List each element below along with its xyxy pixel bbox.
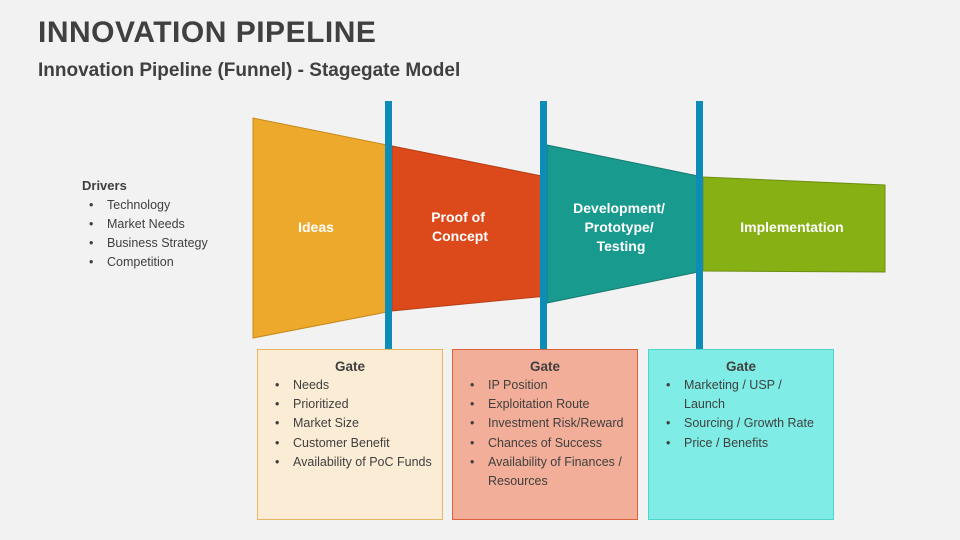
- page-subtitle: Innovation Pipeline (Funnel) - Stagegate…: [38, 60, 461, 81]
- list-item: • Needs: [266, 376, 434, 395]
- list-item-label: Market Needs: [107, 217, 185, 231]
- list-item-label: Investment Risk/Reward: [488, 416, 624, 431]
- bullet-icon: •: [275, 435, 280, 450]
- funnel-segment-ideas: [252, 117, 393, 339]
- bullet-icon: •: [89, 198, 94, 212]
- list-item: • Customer Benefit: [266, 434, 434, 453]
- list-item: • Investment Risk/Reward: [461, 414, 629, 433]
- funnel-segment-label: Proof of Concept: [431, 209, 489, 244]
- gate-box-1: Gate • Needs • Prioritized • Market Size…: [257, 349, 443, 520]
- bullet-icon: •: [470, 454, 475, 469]
- bullet-icon: •: [89, 217, 94, 231]
- drivers-list: • Technology • Market Needs • Business S…: [82, 196, 257, 272]
- bullet-icon: •: [275, 454, 280, 469]
- bullet-icon: •: [275, 397, 280, 412]
- list-item: • Competition: [82, 253, 257, 272]
- list-item: • Availability of PoC Funds: [266, 453, 434, 472]
- list-item: • Business Strategy: [82, 234, 257, 253]
- bullet-icon: •: [470, 397, 475, 412]
- funnel-segment-proof-of-concept: [391, 145, 548, 312]
- gate-title: Gate: [334, 359, 365, 374]
- gate-divider-bar: [385, 101, 392, 349]
- list-item: • Availability of Finances / Resources: [461, 453, 629, 491]
- list-item: • Market Needs: [82, 215, 257, 234]
- list-item: • Price / Benefits: [657, 434, 825, 453]
- list-item: • Market Size: [266, 414, 434, 433]
- funnel-segment-implementation: [702, 176, 886, 273]
- list-item-label: Availability of Finances / Resources: [488, 454, 622, 489]
- list-item-label: Marketing / USP / Launch: [684, 378, 782, 412]
- list-item: • Exploitation Route: [461, 395, 629, 414]
- gate-criteria-list: • Marketing / USP / Launch • Sourcing / …: [657, 376, 825, 453]
- list-item: • IP Position: [461, 376, 629, 395]
- gate-criteria-list: • IP Position • Exploitation Route • Inv…: [461, 376, 629, 491]
- list-item: • Chances of Success: [461, 434, 629, 453]
- gate-box-3: Gate • Marketing / USP / Launch • Sourci…: [648, 349, 834, 520]
- list-item-label: Price / Benefits: [684, 435, 769, 450]
- list-item-label: Customer Benefit: [293, 435, 390, 450]
- bullet-icon: •: [275, 416, 280, 431]
- list-item: • Technology: [82, 196, 257, 215]
- bullet-icon: •: [470, 416, 475, 431]
- bullet-icon: •: [89, 236, 94, 250]
- bullet-icon: •: [470, 378, 475, 392]
- drivers-block: Drivers • Technology • Market Needs • Bu…: [82, 178, 257, 272]
- bullet-icon: •: [89, 255, 94, 269]
- list-item-label: Technology: [107, 198, 171, 212]
- gate-title: Gate: [725, 359, 756, 374]
- bullet-icon: •: [666, 435, 671, 450]
- drivers-heading: Drivers: [82, 178, 127, 193]
- funnel-segment-label: Development/ Prototype/ Testing: [573, 200, 669, 254]
- list-item: • Prioritized: [266, 395, 434, 414]
- list-item-label: Sourcing / Growth Rate: [684, 416, 814, 431]
- funnel-segment-label: Ideas: [298, 219, 334, 235]
- gate-divider-bar: [696, 101, 703, 349]
- list-item-label: Prioritized: [293, 397, 349, 412]
- gate-divider-bar: [540, 101, 547, 349]
- list-item: • Sourcing / Growth Rate: [657, 414, 825, 433]
- list-item-label: Availability of PoC Funds: [293, 454, 432, 469]
- bullet-icon: •: [275, 378, 280, 392]
- page-title: INNOVATION PIPELINE: [38, 16, 377, 49]
- gate-title: Gate: [529, 359, 560, 374]
- funnel-segment-label: Implementation: [740, 219, 843, 235]
- list-item: • Marketing / USP / Launch: [657, 376, 825, 414]
- list-item-label: Exploitation Route: [488, 397, 590, 412]
- list-item-label: Competition: [107, 255, 174, 269]
- gate-box-2: Gate • IP Position • Exploitation Route …: [452, 349, 638, 520]
- list-item-label: Market Size: [293, 416, 359, 431]
- list-item-label: Chances of Success: [488, 435, 602, 450]
- bullet-icon: •: [666, 416, 671, 431]
- list-item-label: IP Position: [488, 378, 548, 392]
- bullet-icon: •: [470, 435, 475, 450]
- bullet-icon: •: [666, 378, 671, 392]
- list-item-label: Business Strategy: [107, 236, 208, 250]
- gate-criteria-list: • Needs • Prioritized • Market Size • Cu…: [266, 376, 434, 472]
- list-item-label: Needs: [293, 378, 330, 392]
- funnel-segment-development-prototype-testing: [546, 144, 704, 304]
